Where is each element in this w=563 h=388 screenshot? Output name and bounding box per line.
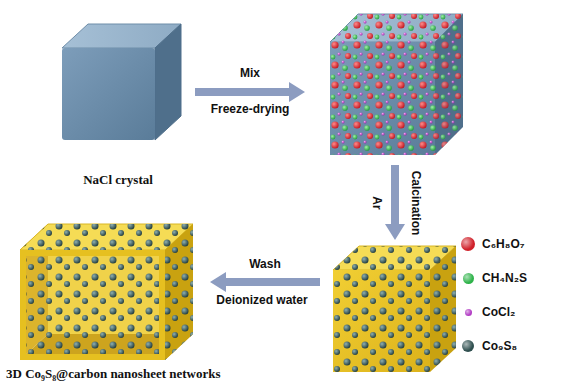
right-wall — [165, 224, 193, 360]
precursor-dots — [435, 14, 463, 155]
cube-front — [330, 42, 435, 155]
legend-text: CH₄N₂S — [482, 271, 527, 285]
legend-entry: Co₉S₈ — [460, 338, 517, 354]
co9s8-dots — [430, 246, 456, 372]
hollow-box — [20, 224, 193, 360]
calcined-cube — [333, 246, 456, 372]
co9s8-dots — [333, 270, 430, 372]
swatch-holder — [460, 236, 476, 252]
nacl-cube — [62, 24, 181, 140]
top-rim — [20, 224, 193, 250]
cube-front — [333, 270, 430, 372]
atmosphere-label: Ar — [369, 196, 383, 209]
legend-text: Co₉S₈ — [482, 339, 517, 353]
step-label: Deionized water — [216, 294, 307, 308]
co9s8-dots — [165, 224, 193, 360]
cube-side — [155, 24, 181, 140]
legend-text: C₆H₈O₇ — [482, 237, 525, 251]
process-arrow — [195, 82, 305, 102]
process-arrow — [210, 272, 320, 292]
swatch-holder — [460, 270, 476, 286]
step-label: Wash — [249, 258, 281, 272]
legend-entry: C₆H₈O₇ — [460, 236, 525, 252]
legend-entry: CH₄N₂S — [460, 270, 527, 286]
product-label: 3D Co₉S₈@carbon nanosheet networks — [6, 367, 221, 382]
sample-label: NaCl crystal — [83, 173, 153, 188]
legend-swatch — [463, 273, 474, 284]
co9s8-dots — [20, 224, 193, 250]
process-arrow — [385, 165, 405, 240]
legend-swatch — [465, 309, 472, 316]
step-label: Calcination — [408, 171, 422, 236]
precursor-cube — [330, 14, 463, 155]
legend-swatch — [462, 340, 474, 352]
legend-swatch — [461, 237, 475, 251]
legend-entry: CoCl₂ — [460, 304, 515, 320]
swatch-holder — [460, 304, 476, 320]
cube-front — [62, 48, 155, 140]
front-frame — [20, 250, 165, 360]
step-label: Freeze-drying — [211, 103, 290, 117]
swatch-holder — [460, 338, 476, 354]
legend-text: CoCl₂ — [482, 305, 515, 319]
step-label: Mix — [240, 67, 260, 81]
precursor-dots — [330, 42, 435, 155]
